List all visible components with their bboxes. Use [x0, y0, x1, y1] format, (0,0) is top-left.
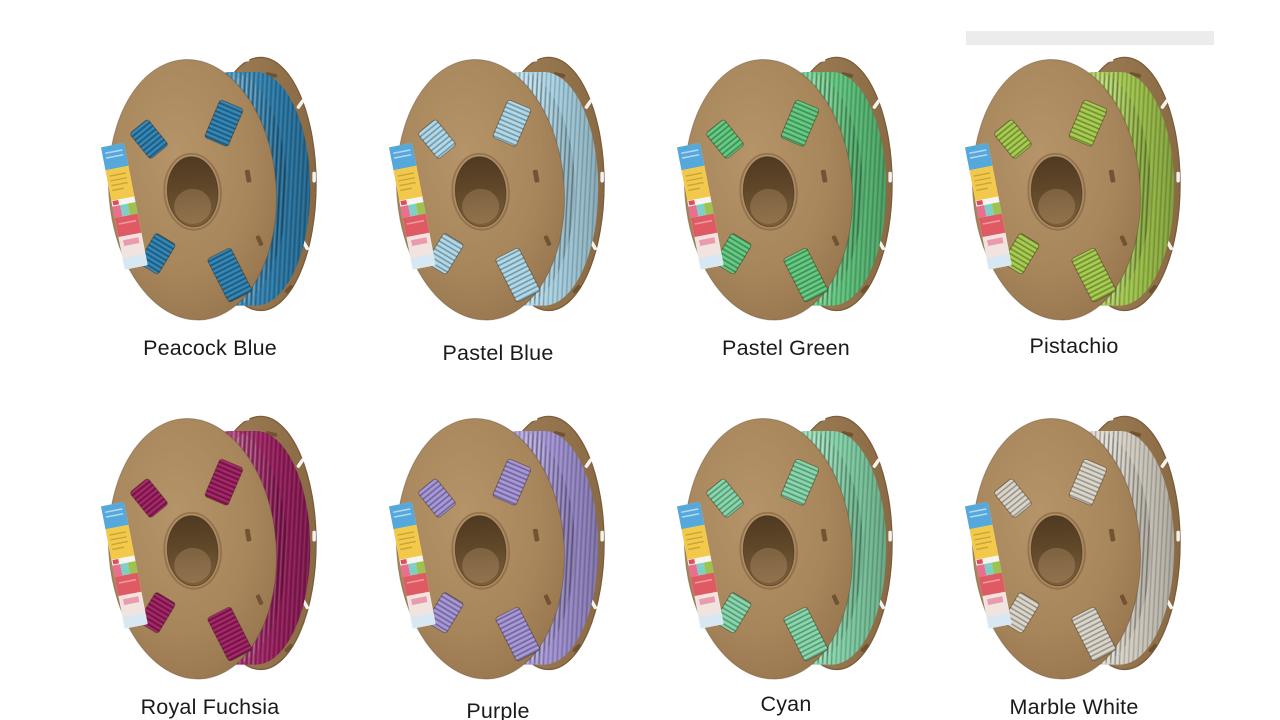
filament-spool-photo [386, 395, 610, 687]
filament-color-label: Pastel Blue [442, 341, 554, 365]
filament-color-label: Purple [466, 699, 530, 720]
filament-spool-card: Peacock Blue [66, 36, 354, 365]
filament-color-label: Pistachio [1029, 334, 1119, 358]
filament-spool-card: Pistachio [930, 36, 1218, 365]
filament-spool-photo [962, 395, 1186, 687]
filament-color-label: Marble White [1009, 695, 1139, 719]
filament-spool-photo [98, 36, 322, 328]
filament-spool-photo [962, 36, 1186, 328]
filament-color-label: Peacock Blue [143, 336, 277, 360]
filament-spool-card: Royal Fuchsia [66, 395, 354, 720]
filament-spool-card: Pastel Green [642, 36, 930, 365]
filament-spool-card: Cyan [642, 395, 930, 720]
filament-spool-card: Pastel Blue [354, 36, 642, 365]
filament-spool-photo [674, 36, 898, 328]
filament-spool-card: Marble White [930, 395, 1218, 720]
filament-color-label: Cyan [760, 692, 812, 716]
spool-grid: Peacock Blue Pastel Blue Pastel Green Pi… [66, 36, 1218, 720]
background-artifact [966, 31, 1214, 45]
filament-spool-card: Purple [354, 395, 642, 720]
filament-spool-photo [386, 36, 610, 328]
filament-color-label: Royal Fuchsia [140, 695, 280, 719]
filament-spool-photo [674, 395, 898, 687]
filament-spool-photo [98, 395, 322, 687]
filament-color-label: Pastel Green [722, 336, 850, 360]
